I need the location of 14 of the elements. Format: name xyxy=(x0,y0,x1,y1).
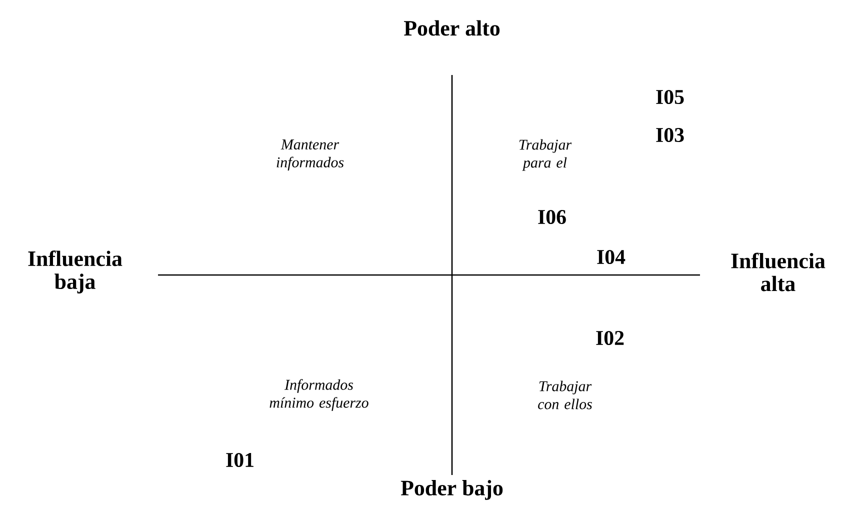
quadrant-label: Trabajar para el xyxy=(519,139,572,171)
stakeholder-code: I06 xyxy=(538,210,566,224)
axis-label: Influencia alta xyxy=(731,252,826,292)
axis-label: Poder alto xyxy=(404,20,500,36)
stakeholder-code: I05 xyxy=(656,90,684,104)
axis-label: Poder bajo xyxy=(400,480,503,500)
stakeholder-code: I04 xyxy=(597,250,626,264)
stakeholder-code: I02 xyxy=(596,330,624,346)
stakeholder-code: I03 xyxy=(656,128,684,142)
quadrant-label: Mantener informados xyxy=(276,140,344,170)
axis-label: Influencia baja xyxy=(28,250,122,294)
stakeholder-code: I01 xyxy=(226,452,254,468)
quadrant-label: Informados mínimo esfuerzo xyxy=(270,379,368,411)
quadrant-label: Trabajar con ellos xyxy=(538,380,592,410)
